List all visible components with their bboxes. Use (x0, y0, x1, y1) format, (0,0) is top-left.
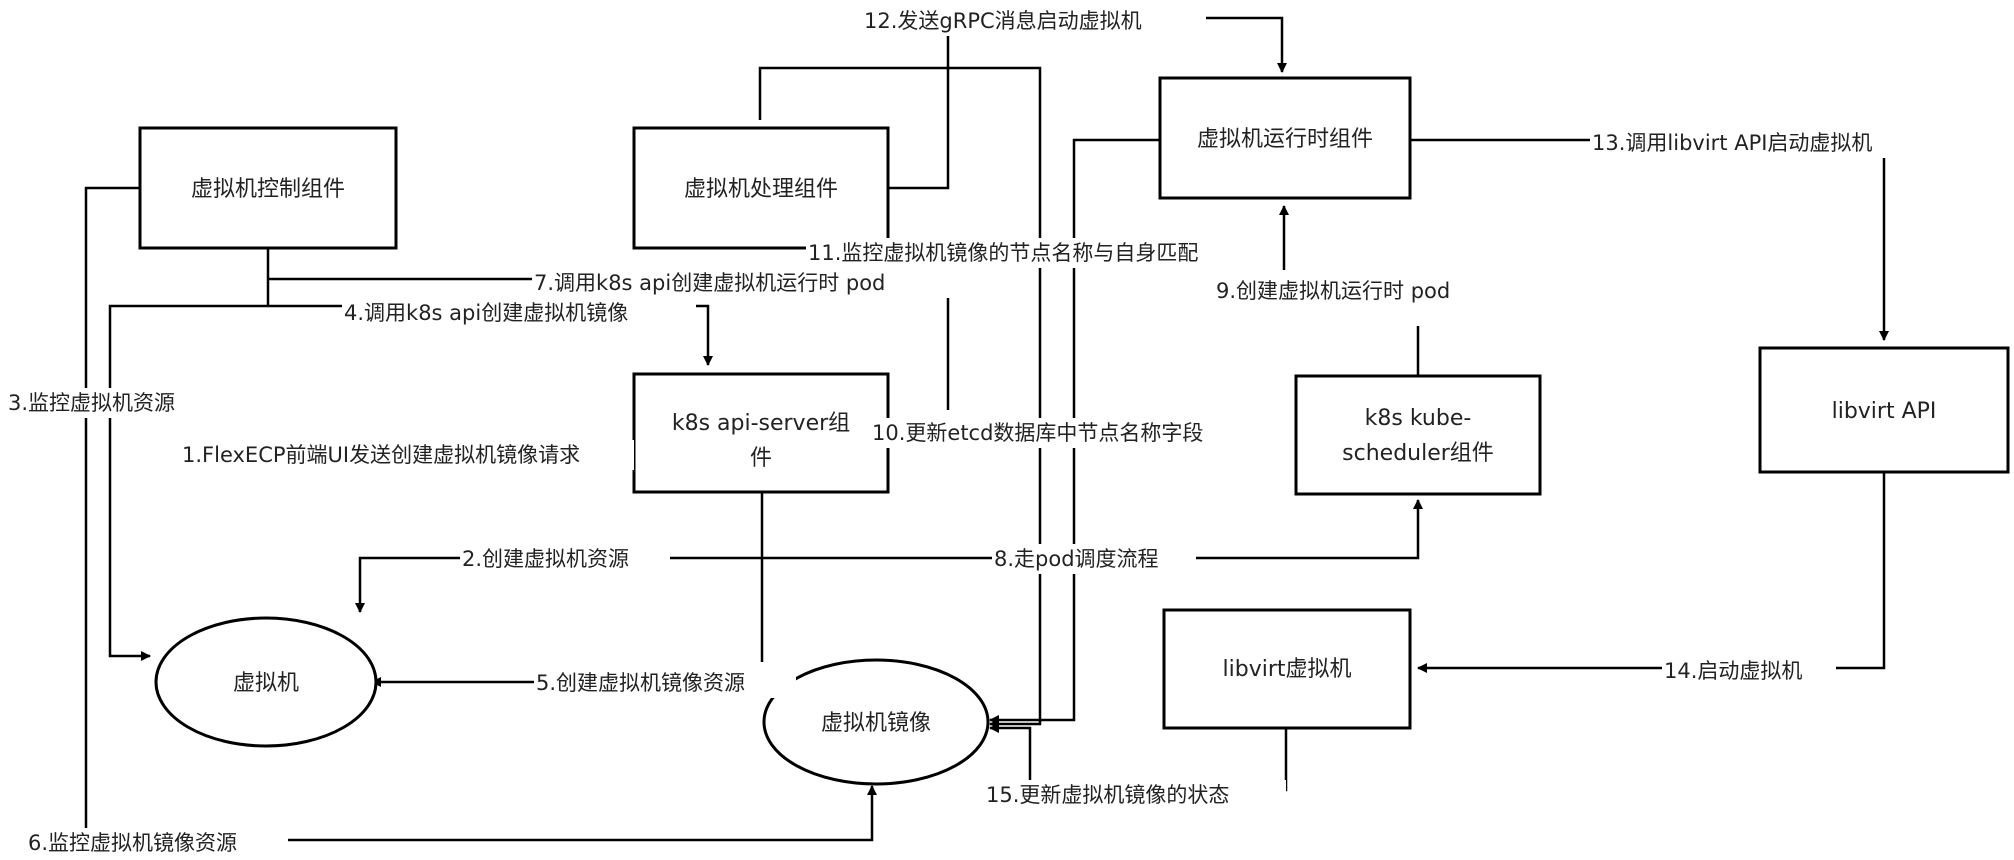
step-3-label: 3.监控虚拟机资源 (8, 391, 175, 415)
step-9-label: 9.创建虚拟机运行时 pod (1216, 279, 1450, 303)
node-vm-control: 虚拟机控制组件 (138, 126, 398, 250)
step-1-label: 1.FlexECP前端UI发送创建虚拟机镜像请求 (182, 443, 580, 467)
node-vm-control-label: 虚拟机控制组件 (191, 177, 345, 202)
step-4-label: 4.调用k8s api创建虚拟机镜像 (344, 301, 628, 325)
edge-step13 (1410, 138, 1889, 341)
node-vm-image: 虚拟机镜像 (762, 658, 990, 786)
step-10-label: 10.更新etcd数据库中节点名称字段 (872, 421, 1203, 445)
step-6-label: 6.监控虚拟机镜像资源 (28, 831, 237, 855)
step-15-label: 15.更新虚拟机镜像的状态 (986, 783, 1229, 807)
edge-labels: 1.FlexECP前端UI发送创建虚拟机镜像请求 2.创建虚拟机资源 3.监控虚… (8, 6, 1930, 858)
step-8-label: 8.走pod调度流程 (994, 547, 1159, 571)
node-vm-process: 虚拟机处理组件 (632, 126, 890, 250)
edge-step3 (108, 304, 268, 661)
node-api-server-label-2: 件 (750, 446, 772, 471)
node-vm-process-label: 虚拟机处理组件 (684, 177, 838, 202)
node-kube-scheduler: k8s kube- scheduler组件 (1294, 374, 1542, 496)
node-libvirt-vm: libvirt虚拟机 (1162, 608, 1412, 730)
node-vm-runtime-label: 虚拟机运行时组件 (1197, 127, 1373, 152)
node-kube-scheduler-label-2: scheduler组件 (1342, 441, 1494, 466)
node-libvirt-vm-label: libvirt虚拟机 (1223, 657, 1352, 682)
node-vm: 虚拟机 (154, 616, 378, 748)
step-7-label: 7.调用k8s api创建虚拟机运行时 pod (534, 271, 885, 295)
step-12-label: 12.发送gRPC消息启动虚拟机 (864, 9, 1142, 33)
node-libvirt-api: libvirt API (1758, 346, 2010, 474)
step-2-label: 2.创建虚拟机资源 (462, 547, 629, 571)
step-5-label: 5.创建虚拟机镜像资源 (536, 671, 745, 695)
edge-step14 (1417, 472, 1886, 673)
nodes: 虚拟机控制组件 虚拟机处理组件 虚拟机运行时组件 k8s api-server组… (138, 76, 2010, 786)
node-vm-label: 虚拟机 (233, 671, 299, 696)
step-14-label: 14.启动虚拟机 (1664, 659, 1802, 683)
edge-step11 (758, 66, 1042, 729)
node-kube-scheduler-label-1: k8s kube- (1365, 406, 1472, 431)
step-13-label: 13.调用libvirt API启动虚拟机 (1592, 131, 1872, 155)
node-api-server: k8s api-server组 件 (632, 372, 890, 494)
node-libvirt-api-label: libvirt API (1832, 399, 1937, 424)
edge-step8 (762, 499, 1423, 560)
node-api-server-label-1: k8s api-server组 (672, 411, 850, 436)
node-vm-image-label: 虚拟机镜像 (821, 711, 931, 736)
node-vm-runtime: 虚拟机运行时组件 (1158, 76, 1412, 200)
step-11-label: 11.监控虚拟机镜像的节点名称与自身匹配 (808, 241, 1198, 265)
